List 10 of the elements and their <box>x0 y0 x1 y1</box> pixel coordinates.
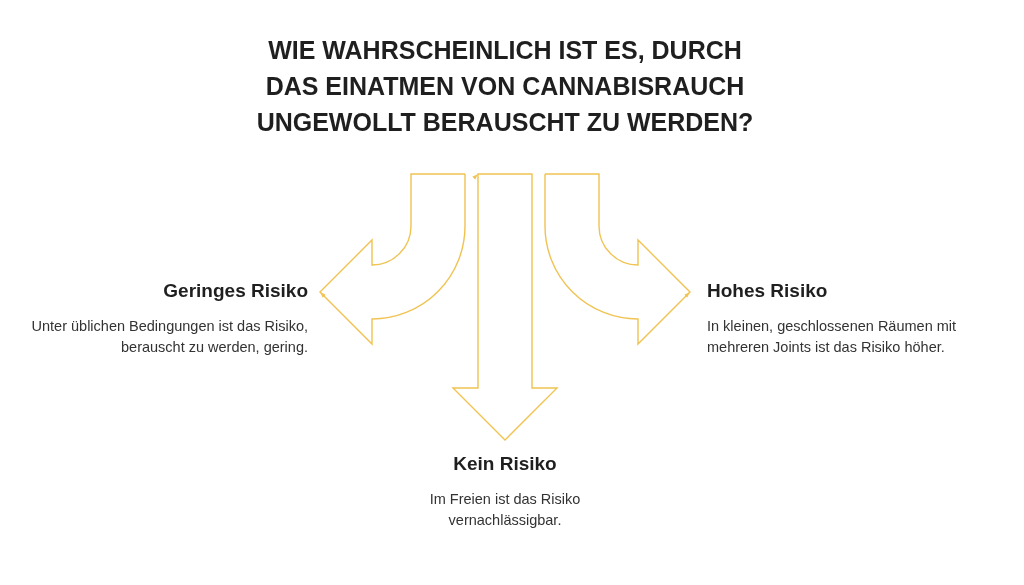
description-text: Im Freien ist das Risiko vernachlässigbar. <box>428 490 582 530</box>
description-text: Unter üblichen Bedingungen ist das Risiko, berauscht zu werden, gering. <box>30 317 308 357</box>
hollow-arrow <box>319 173 466 345</box>
description-text: In kleinen, geschlossenen Räumen mit mehreren Joints ist das Risiko höher. <box>707 317 958 357</box>
heading-text: Hohes Risiko <box>707 280 829 302</box>
title-text: WIE WAHRSCHEINLICH IST ES, DURCH DAS EINATMEN VON CANNABISRAUCH UNGEWOLLT BERAUSCHT ZU WERDEN? <box>255 35 755 138</box>
heading-text: Kein Risiko <box>452 453 558 475</box>
hollow-arrow <box>451 173 559 441</box>
heading-text: Geringes Risiko <box>162 280 308 302</box>
hollow-arrow <box>544 173 691 345</box>
